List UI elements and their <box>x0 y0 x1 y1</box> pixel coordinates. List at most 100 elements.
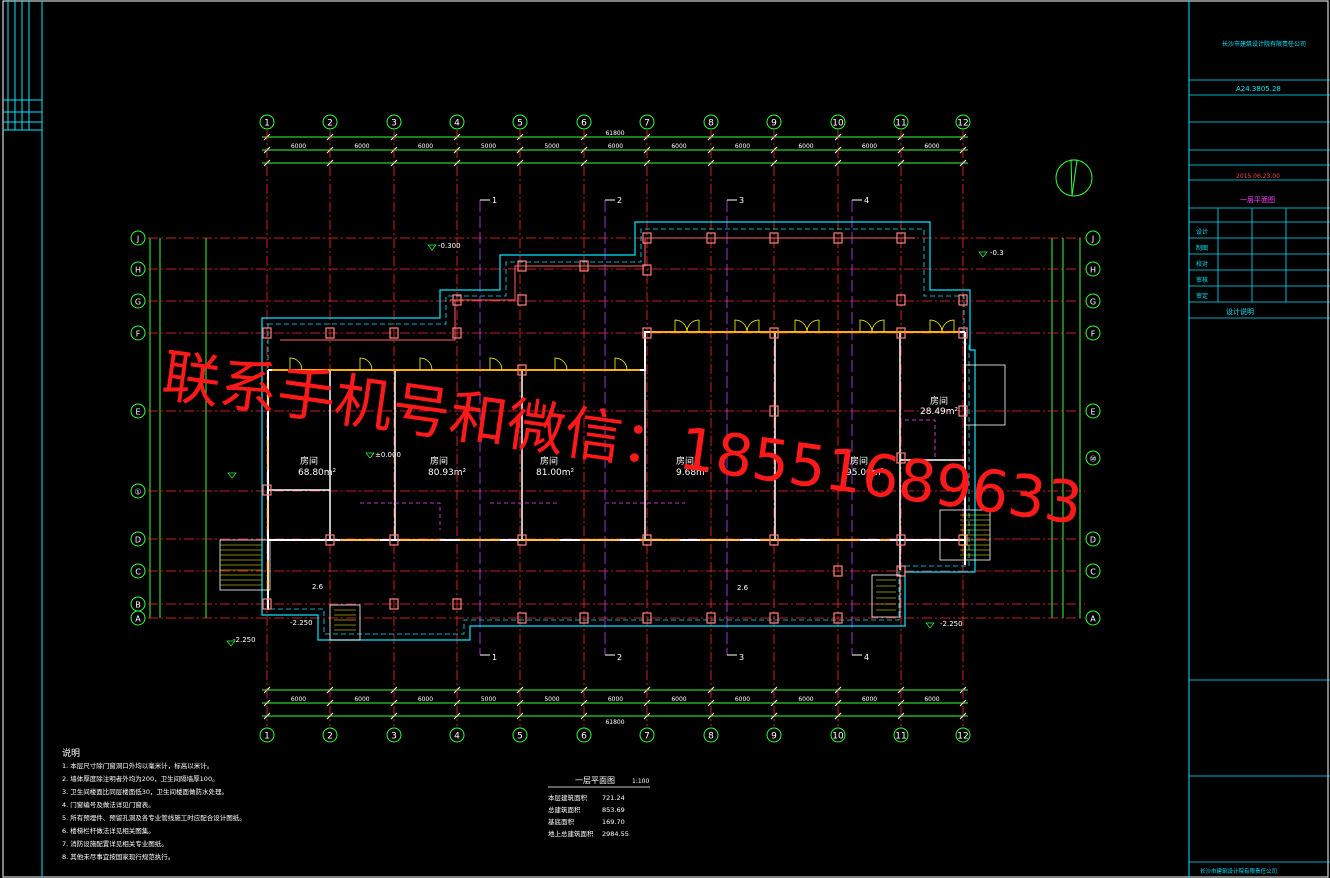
column-marker <box>958 294 968 306</box>
grid-bubble-col-2: 2 <box>322 114 338 130</box>
svg-text:F: F <box>136 330 141 339</box>
room-3-area: 81.00m² <box>536 468 575 478</box>
grid-bubble-col-11: 11 <box>893 727 909 743</box>
svg-text:E: E <box>1090 408 1095 417</box>
grid-bubble-row-left: J <box>130 230 146 246</box>
svg-text:①: ① <box>134 488 141 497</box>
grid-bubble-col-7: 7 <box>639 114 655 130</box>
grid-bubble-row-left: G <box>130 293 146 309</box>
column-marker <box>389 327 399 339</box>
svg-text:8: 8 <box>708 732 714 742</box>
note-item: 6. 楼梯栏杆做法详见相关图集。 <box>62 826 155 835</box>
column-marker <box>642 264 652 276</box>
column-marker <box>833 612 843 624</box>
note-item: 2. 墙体厚度除注明者外均为200，卫生间隔墙厚100。 <box>62 774 219 783</box>
area-row-value: 721.24 <box>602 794 625 802</box>
column-marker <box>896 327 906 339</box>
column-marker <box>769 232 779 244</box>
column-marker <box>896 232 906 244</box>
section-line-2: 22 <box>604 196 622 662</box>
column-marker <box>517 260 527 272</box>
grid-bubble-col-1: 1 <box>259 114 275 130</box>
column-marker <box>896 294 906 306</box>
title-block-footer: 长沙市建筑设计院有限责任公司 <box>1200 867 1277 875</box>
svg-text:5: 5 <box>517 732 523 742</box>
dim-span-bottom: 6000 <box>291 696 306 703</box>
notes-heading: 说明 <box>62 747 80 759</box>
dim-span-bottom: 6000 <box>798 696 813 703</box>
title-row-label: 制图 <box>1196 244 1208 252</box>
svg-text:9: 9 <box>771 119 777 129</box>
grid-bubble-row-left: H <box>130 261 146 277</box>
column-marker <box>389 534 399 546</box>
area-row-label: 总建筑面积 <box>548 805 581 814</box>
dim-span-top: 5000 <box>544 143 559 150</box>
title-row-label: 审定 <box>1196 292 1208 300</box>
grid-bubble-col-12: 12 <box>955 114 971 130</box>
svg-text:3: 3 <box>391 119 397 129</box>
column-marker <box>452 294 462 306</box>
column-marker <box>642 327 652 339</box>
note-item: 7. 消防设施配置详见相关专业图纸。 <box>62 839 168 848</box>
level-mark: -2.250 <box>233 636 256 644</box>
door-swings <box>289 319 955 371</box>
note-item: 1. 本层尺寸除门窗洞口外均以毫米计，标高以米计。 <box>62 761 213 770</box>
note-item: 5. 所有预埋件、预留孔洞及各专业管线施工时应配合设计图纸。 <box>62 813 246 822</box>
grid-bubble-col-9: 9 <box>766 727 782 743</box>
column-marker <box>517 612 527 624</box>
grid-bubble-col-11: 11 <box>893 114 909 130</box>
room-4-area: 9.68m² <box>676 468 709 478</box>
dim-span-top: 6000 <box>354 143 369 150</box>
dim-overall-bottom: 61800 <box>605 719 624 726</box>
room-2-area: 80.93m² <box>428 468 467 478</box>
area-row-value: 169.70 <box>602 818 625 826</box>
svg-text:B: B <box>135 601 141 610</box>
dim-span-top: 5000 <box>481 143 496 150</box>
area-row-label: 本层建筑面积 <box>548 793 588 802</box>
grid-bubble-row-right: D <box>1085 531 1101 547</box>
column-marker <box>452 327 462 339</box>
svg-text:6: 6 <box>581 119 587 129</box>
column-marker <box>896 534 906 546</box>
dim-span-bottom: 5000 <box>544 696 559 703</box>
svg-text:12: 12 <box>957 119 968 129</box>
level-mark: -0.3 <box>990 249 1004 257</box>
dim-span-bottom: 6000 <box>862 696 877 703</box>
level-mark: 2.6 <box>737 584 749 592</box>
dim-span-top: 6000 <box>798 143 813 150</box>
grid-bubble-col-3: 3 <box>386 114 402 130</box>
grid-bubble-col-1: 1 <box>259 727 275 743</box>
room-3-name: 房间 <box>540 455 558 467</box>
grid-bubble-col-2: 2 <box>322 727 338 743</box>
area-row-value: 2984.55 <box>602 830 629 838</box>
level-mark: ±0.000 <box>375 451 401 459</box>
grid-bubble-col-3: 3 <box>386 727 402 743</box>
note-item: 4. 门窗编号及做法详见门窗表。 <box>62 800 155 809</box>
svg-text:4: 4 <box>454 119 460 129</box>
svg-text:3: 3 <box>391 732 397 742</box>
dim-span-top: 6000 <box>608 143 623 150</box>
svg-text:J: J <box>1091 235 1094 244</box>
column-marker <box>262 484 272 496</box>
svg-text:2: 2 <box>327 119 333 129</box>
title-row-label: 审核 <box>1196 276 1208 284</box>
column-marker <box>262 598 272 610</box>
column-marker <box>389 598 399 610</box>
svg-text:3: 3 <box>739 653 744 662</box>
svg-text:4: 4 <box>864 196 869 205</box>
dim-span-bottom: 6000 <box>354 696 369 703</box>
svg-text:1: 1 <box>264 119 270 129</box>
svg-text:2: 2 <box>327 732 333 742</box>
stairs <box>219 364 1006 641</box>
svg-text:E: E <box>135 408 140 417</box>
room-6-area: 28.49m² <box>920 407 959 417</box>
level-marks: ±0.000 -0.300 2.6 2.6 -2.250 -2.250 -0.3… <box>226 242 1004 647</box>
room-5-name: 房间 <box>850 455 868 467</box>
svg-text:D: D <box>135 536 141 545</box>
dim-span-top: 6000 <box>671 143 686 150</box>
svg-text:H: H <box>135 266 141 275</box>
svg-text:12: 12 <box>957 732 968 742</box>
